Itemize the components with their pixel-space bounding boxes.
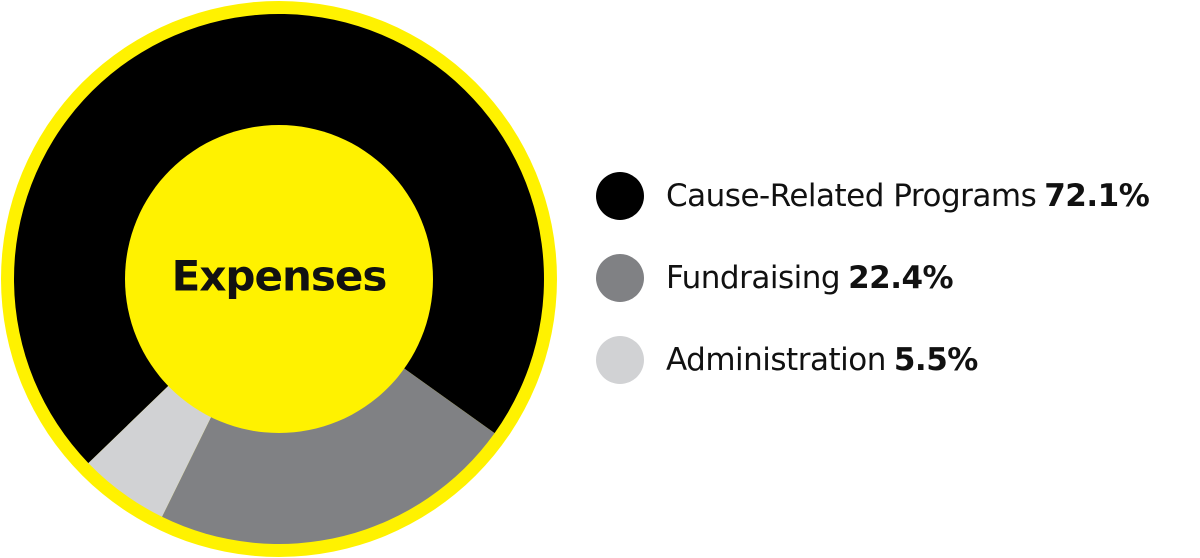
expenses-donut-chart: Expenses xyxy=(1,1,557,557)
legend-label: Cause-Related Programs xyxy=(666,178,1037,214)
legend-value: 5.5% xyxy=(893,342,978,378)
legend-value: 72.1% xyxy=(1044,178,1150,214)
legend-label: Administration xyxy=(666,342,886,378)
legend-value: 22.4% xyxy=(848,260,954,296)
chart-title: Expenses xyxy=(172,252,387,301)
legend-swatch xyxy=(596,336,644,384)
legend-label: Fundraising xyxy=(666,260,841,296)
center-disc xyxy=(125,125,433,433)
legend-swatch xyxy=(596,254,644,302)
legend-swatch xyxy=(596,172,644,220)
